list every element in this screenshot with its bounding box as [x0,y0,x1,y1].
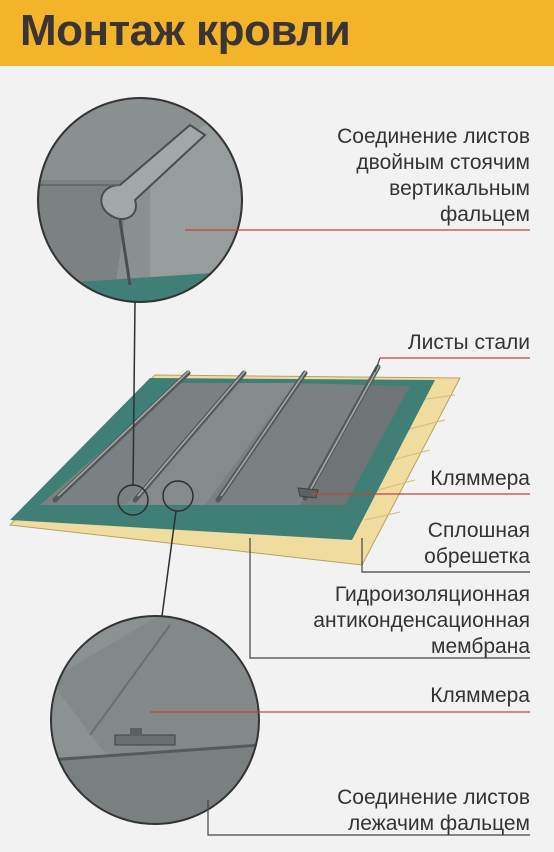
label-double-standing-seam: Соединение листов двойным стоячим вертик… [337,125,530,226]
label-membrane: Гидроизоляционная антиконденсационная ме… [313,583,530,658]
leader-lines [150,229,530,836]
page-title: Монтаж кровли [20,6,351,55]
label-solid-lathing: Сплошная обрешетка [424,519,530,568]
leader-lying-seam [207,800,530,836]
clamp-part [297,487,319,499]
steel-panel [205,383,370,505]
detail-marker-bottom [162,480,194,512]
leader-membrane [249,538,530,659]
leader-lathing [361,538,530,573]
detail-circle-lying-seam [50,615,260,825]
connector-lines [132,301,177,617]
steel-panel [300,385,410,505]
header-bar: Монтаж кровли [0,0,554,66]
detail-circle-standing-seam [37,97,243,303]
label-clamp-top: Кляммера [430,467,530,490]
label-clamp-bottom: Кляммера [430,684,530,707]
roof-assembly [8,364,461,566]
label-steel-sheets: Листы стали [407,331,530,354]
steel-panel [40,383,235,505]
label-lying-seam: Соединение листов лежачим фальцем [337,786,530,835]
steel-panel [125,383,295,505]
